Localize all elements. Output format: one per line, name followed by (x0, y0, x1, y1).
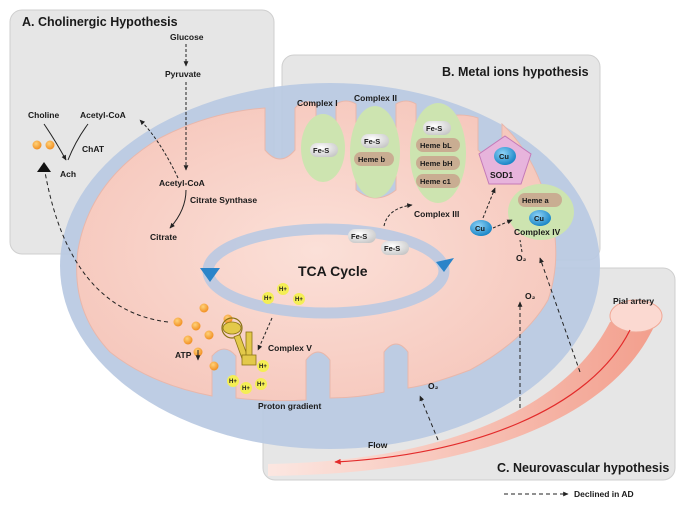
citrate-label: Citrate (150, 232, 177, 242)
pial-artery-label: Pial artery (613, 296, 654, 306)
svg-text:H+: H+ (259, 364, 267, 370)
heme-b-chip (354, 152, 394, 166)
heme-a-label: Heme a (522, 196, 550, 205)
svg-text:H+: H+ (257, 382, 265, 388)
complex-iv-cu-icon (529, 210, 551, 226)
atp-dot-2 (173, 317, 183, 327)
atp-dot-4 (183, 335, 193, 345)
svg-text:H+: H+ (242, 386, 250, 392)
o2-label-low: O₂ (428, 381, 439, 391)
acetyl-coa-label-1: Acetyl-CoA (80, 110, 126, 120)
tca-arrowhead-left (200, 268, 220, 282)
pial-artery-opening (609, 299, 663, 333)
atp-dot-5 (204, 330, 214, 340)
atp-dot-1 (199, 303, 209, 313)
h-plus-badge-1: H+ (262, 292, 274, 304)
proton-gradient-label: Proton gradient (258, 401, 321, 411)
acetyl-coa-to-acetyl-coa-arrow (139, 119, 179, 179)
heme-b-label: Heme b (358, 155, 386, 164)
pyruvate-label: Pyruvate (165, 69, 201, 79)
complex-i-fes-label: Fe-S (313, 146, 329, 155)
complex-iii-fes-label: Fe-S (426, 124, 442, 133)
sod1-cu-label: Cu (499, 152, 509, 161)
svg-text:H+: H+ (279, 287, 287, 293)
h-plus-badge-6: H+ (240, 382, 252, 394)
o2-to-sod1-arrow (519, 239, 523, 253)
complex-iii-label: Complex III (414, 209, 459, 219)
free-cu-label: Cu (475, 224, 485, 233)
acetyl-coa-label-2: Acetyl-CoA (159, 178, 205, 188)
choline-label: Choline (28, 110, 59, 120)
choline-to-ach-arrow (43, 123, 67, 161)
complex-i-label: Complex I (297, 98, 338, 108)
flow-label: Flow (368, 440, 388, 450)
complex-i-fes-chip (310, 143, 338, 157)
o2-label-mid: O₂ (525, 291, 536, 301)
heme-bh-label: Heme bH (420, 159, 453, 168)
proton-to-complex-v-arrow (257, 317, 273, 351)
cu-to-sod1-arrow (482, 187, 496, 219)
h-plus-badge-4: H+ (257, 360, 269, 372)
atp-dot-3 (191, 321, 201, 331)
h-plus-badge-7: H+ (255, 378, 267, 390)
complex-iv-cu-label: Cu (534, 214, 544, 223)
complex-ii-fes-label: Fe-S (364, 137, 380, 146)
complex-iv-label: Complex IV (514, 227, 561, 237)
tca-fes-chip-1 (348, 229, 376, 243)
heme-c1-chip (416, 174, 460, 188)
acetyl-to-ach-arrow (67, 123, 89, 161)
complex-ii-label: Complex II (354, 93, 397, 103)
tca-fes-label-1: Fe-S (351, 232, 367, 241)
ach-label: Ach (60, 169, 76, 179)
atp-label: ATP (175, 350, 192, 360)
legend-declined-label: Declined in AD (574, 489, 634, 499)
choline-dot-2 (45, 140, 55, 150)
heme-a-chip (518, 193, 562, 207)
complex-v-label: Complex V (268, 343, 312, 353)
complex-ii-fes-chip (361, 134, 389, 148)
heme-bh-chip (416, 156, 460, 170)
atp-synthase-icon (221, 317, 257, 366)
svg-text:H+: H+ (264, 296, 272, 302)
heme-c1-label: Heme c1 (420, 177, 451, 186)
glucose-label: Glucose (170, 32, 204, 42)
o2-low-arrow (419, 395, 439, 441)
panel-b-title: B. Metal ions hypothesis (442, 65, 589, 79)
acetyl-to-citrate-arrow (169, 189, 187, 229)
cu-to-complex-iv-arrow (492, 219, 513, 229)
panel-c-title: C. Neurovascular hypothesis (497, 461, 669, 475)
free-cu-icon (470, 220, 492, 236)
tca-fes-label-2: Fe-S (384, 244, 400, 253)
panel-a-title: A. Cholinergic Hypothesis (22, 15, 178, 29)
heme-bl-label: Heme bL (420, 141, 452, 150)
atp-to-ach-arrowhead (37, 162, 51, 172)
tca-arrowhead-right (436, 258, 454, 272)
tca-fes-chip-2 (381, 241, 409, 255)
svg-text:H+: H+ (295, 297, 303, 303)
tca-cycle-label: TCA Cycle (298, 263, 368, 279)
sod1-label: SOD1 (490, 170, 513, 180)
citrate-synthase-label: Citrate Synthase (190, 195, 257, 205)
atp-dot-7 (209, 361, 219, 371)
heme-bl-chip (416, 138, 460, 152)
flow-arrow (334, 329, 631, 465)
choline-dot-1 (32, 140, 42, 150)
o2-label-complex-iv: O₂ (516, 253, 527, 263)
fes-to-complex-iii-arrow (383, 203, 413, 227)
o2-artery-to-complex-iv-arrow (539, 257, 581, 373)
chat-label: ChAT (82, 144, 105, 154)
h-plus-badge-3: H+ (293, 293, 305, 305)
atp-to-ach-arrow (44, 171, 169, 323)
h-plus-badge-5: H+ (227, 375, 239, 387)
h-plus-badge-2: H+ (277, 283, 289, 295)
complex-iii-fes-chip (423, 121, 451, 135)
svg-text:H+: H+ (229, 379, 237, 385)
sod1-cu-icon (494, 147, 516, 165)
